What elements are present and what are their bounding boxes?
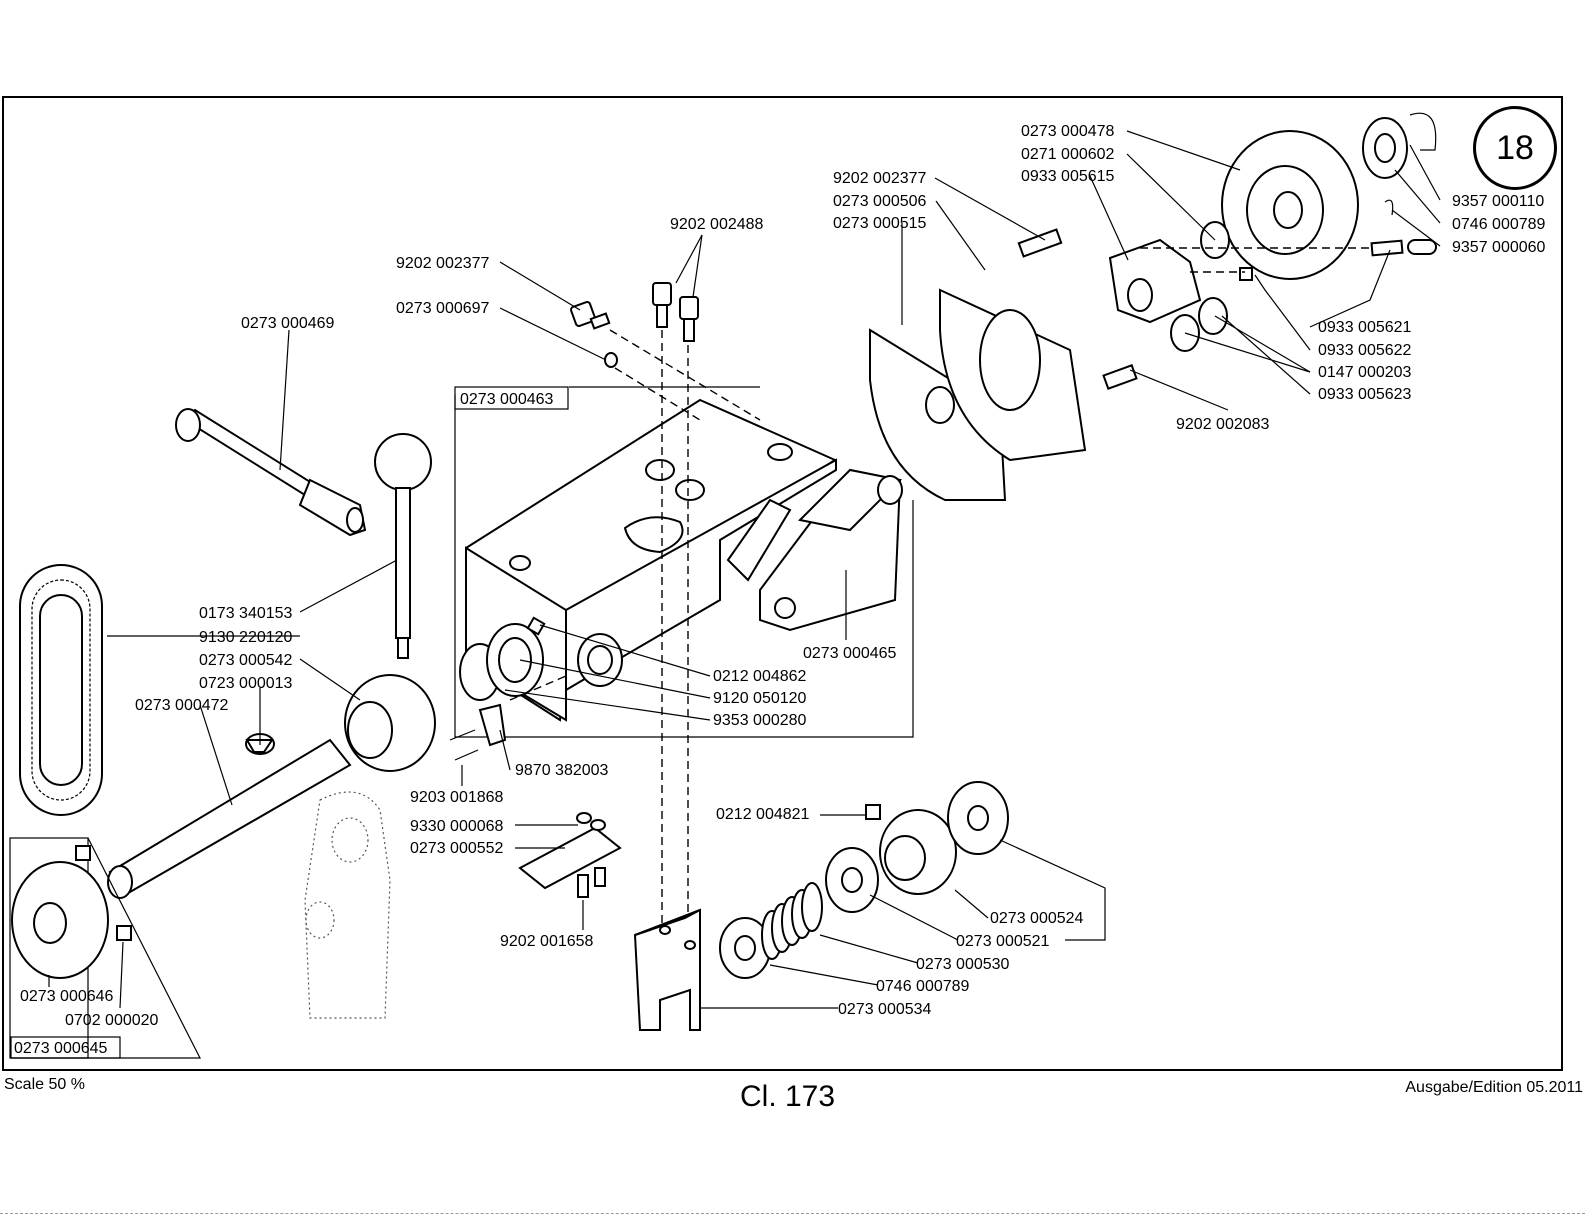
flange-plates: [869, 228, 1138, 501]
part-label: 0273 000506: [833, 193, 927, 210]
part-label: 9870 382003: [515, 762, 609, 779]
part-label: 9357 000110: [1452, 193, 1544, 210]
part-label: 9202 001658: [500, 933, 594, 950]
part-label: 9202 002377: [833, 170, 927, 187]
part-label: 0273 000521: [956, 933, 1050, 950]
part-label: 0933 005621: [1318, 319, 1412, 336]
part-label: 0933 005615: [1021, 168, 1115, 185]
main-block-assembly-label: 0273 000463: [460, 391, 554, 408]
clamp-plate: [518, 812, 622, 898]
main-block-assembly-box: [454, 386, 569, 410]
part-label: 0273 000542: [199, 652, 293, 669]
ball-lever: [374, 433, 432, 659]
part-label: 0173 340153: [199, 605, 293, 622]
bottom-dashed-rule: [0, 1213, 1585, 1214]
part-label: 0933 005622: [1318, 342, 1412, 359]
part-label: 0273 000524: [990, 910, 1084, 927]
part-label: 0271 000602: [1021, 146, 1115, 163]
part-label: 0273 000472: [135, 697, 229, 714]
part-label: 0273 000478: [1021, 123, 1115, 140]
part-label: 0746 000789: [1452, 216, 1546, 233]
part-number-labels: 0273 000478 0271 000602 0933 005615 9202…: [20, 123, 1546, 1029]
bearing-ring-and-clip: [449, 616, 567, 761]
part-label: 0273 000534: [838, 1001, 932, 1018]
eccentric-shaft: [175, 408, 367, 537]
thread-tension-group: [719, 781, 1009, 979]
part-label: 0273 000697: [396, 300, 490, 317]
drawing-frame: [2, 96, 1563, 1071]
part-label: 0273 000530: [916, 956, 1010, 973]
page-number-badge: 18: [1473, 106, 1557, 190]
part-label: 9202 002377: [396, 255, 490, 272]
part-label: 9353 000280: [713, 712, 807, 729]
part-label: 0933 005623: [1318, 386, 1412, 403]
part-label: 9120 050120: [713, 690, 807, 707]
leader-lines: [48, 130, 1441, 1030]
class-title: Cl. 173: [740, 1080, 836, 1113]
part-label: 0273 000469: [241, 315, 335, 332]
part-label: 0273 000552: [410, 840, 504, 857]
part-label: 0147 000203: [1318, 364, 1412, 381]
part-label: 9203 001868: [410, 789, 504, 806]
fork-bracket: [633, 908, 701, 1031]
part-label: 0273 000646: [20, 988, 114, 1005]
part-label: 0702 000020: [65, 1012, 159, 1029]
part-label: 0212 004821: [716, 806, 810, 823]
main-shaft: [107, 674, 436, 899]
housing-silhouette: [304, 791, 391, 1019]
scale-note: Scale 50 %: [4, 1076, 85, 1093]
part-label: 0273 000515: [833, 215, 927, 232]
part-label: 0723 000013: [199, 675, 293, 692]
part-label: 9357 000060: [1452, 239, 1546, 256]
part-label: 9202 002488: [670, 216, 764, 233]
edition-note: Ausgabe/Edition 05.2011: [1405, 1079, 1583, 1096]
part-label: 0746 000789: [876, 978, 970, 995]
part-label: 9130 220120: [199, 629, 293, 646]
part-label: 0273 000465: [803, 645, 897, 662]
pulley-group-assembly-label: 0273 000645: [14, 1040, 108, 1057]
part-label: 0212 004862: [713, 668, 807, 685]
upper-screws: [570, 282, 761, 1000]
part-label: 9330 000068: [410, 818, 504, 835]
toothed-belt: [19, 564, 103, 816]
main-block-assembly-frame: [454, 386, 914, 738]
part-label: 9202 002083: [1176, 416, 1270, 433]
pulley-group-assembly-box: [10, 1036, 121, 1059]
crank-housing: [1108, 112, 1437, 352]
